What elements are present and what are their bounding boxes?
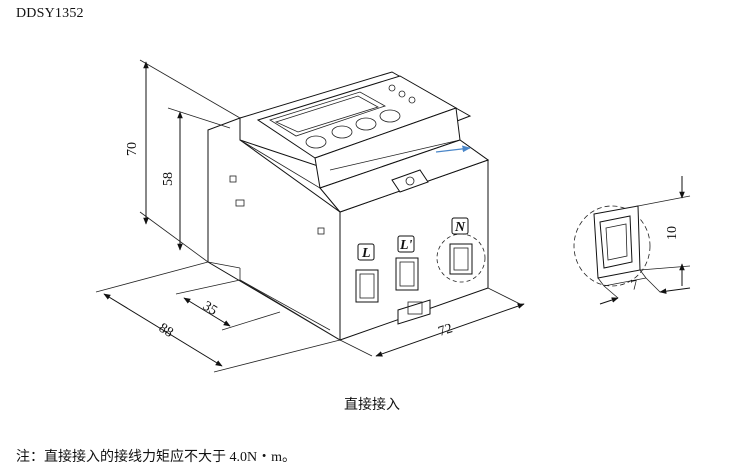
terminal-detail: 10 7 xyxy=(573,176,691,305)
figure-caption: 直接接入 xyxy=(344,398,400,413)
dimension-height-70: 70 xyxy=(125,59,241,263)
dimension-rail-35-label: 35 xyxy=(200,299,220,319)
terminal-l-prime: L' xyxy=(395,235,419,291)
dimension-rail-35: 35 xyxy=(175,279,281,331)
dimension-height-58-label: 58 xyxy=(161,172,176,186)
dimension-terminal-10-label: 10 xyxy=(665,226,680,240)
model-title: DDSY1352 xyxy=(16,6,84,21)
torque-note: 注：直接接入的接线力矩应不大于 4.0N・m。 xyxy=(16,450,296,465)
terminal-n: N xyxy=(436,217,486,283)
terminal-l: L xyxy=(355,243,379,303)
terminal-l-label: L xyxy=(361,246,371,261)
meter-body xyxy=(207,71,490,341)
terminal-n-label: N xyxy=(454,220,466,235)
dimension-width-72: 72 xyxy=(339,287,525,357)
dimension-depth-88-label: 88 xyxy=(156,321,176,341)
dimension-height-58: 58 xyxy=(161,107,231,251)
terminal-l-prime-label: L' xyxy=(399,238,413,253)
dimension-depth-88: 88 xyxy=(95,261,341,373)
dimension-width-72-label: 72 xyxy=(437,321,455,340)
dimension-height-70-label: 70 xyxy=(125,142,140,156)
dimension-terminal-7-label: 7 xyxy=(630,278,640,294)
